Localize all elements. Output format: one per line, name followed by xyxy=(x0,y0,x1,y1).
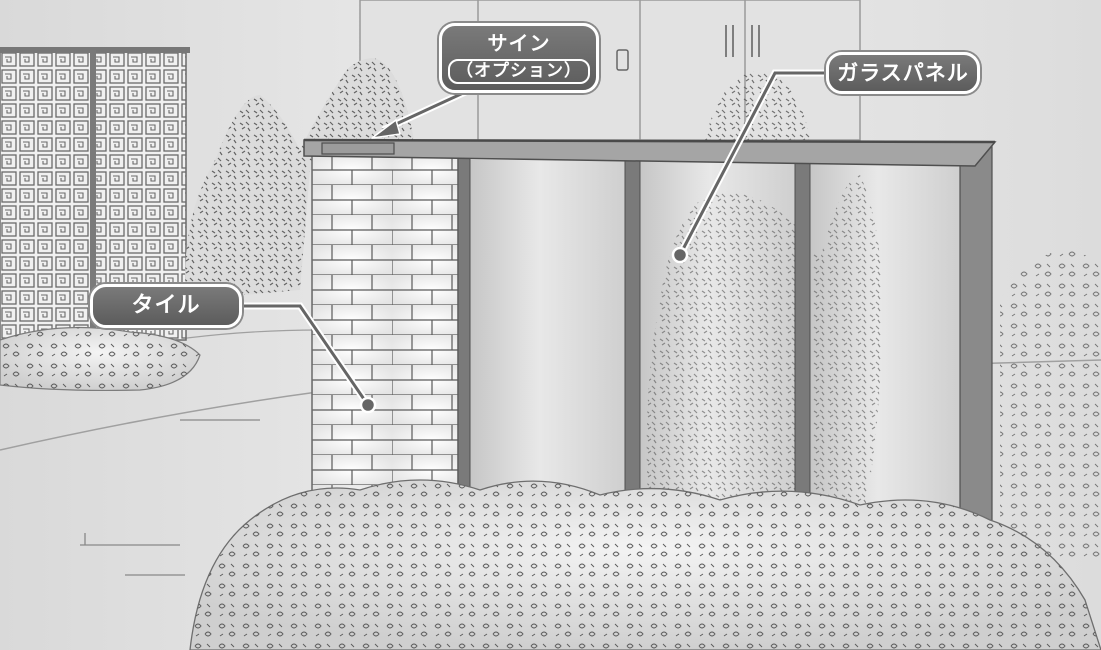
sign-option-label: （オプション） xyxy=(448,59,590,85)
tile-callout: タイル xyxy=(90,284,242,328)
leader-dot-icon xyxy=(673,248,687,262)
glass-panel-callout: ガラスパネル xyxy=(826,52,980,94)
sign-label: サイン xyxy=(488,32,551,55)
leader-dot-icon xyxy=(361,398,375,412)
glass-panel-label: ガラスパネル xyxy=(837,61,969,85)
tile-label: タイル xyxy=(131,293,200,318)
sign-option-callout: サイン （オプション） xyxy=(439,23,599,93)
